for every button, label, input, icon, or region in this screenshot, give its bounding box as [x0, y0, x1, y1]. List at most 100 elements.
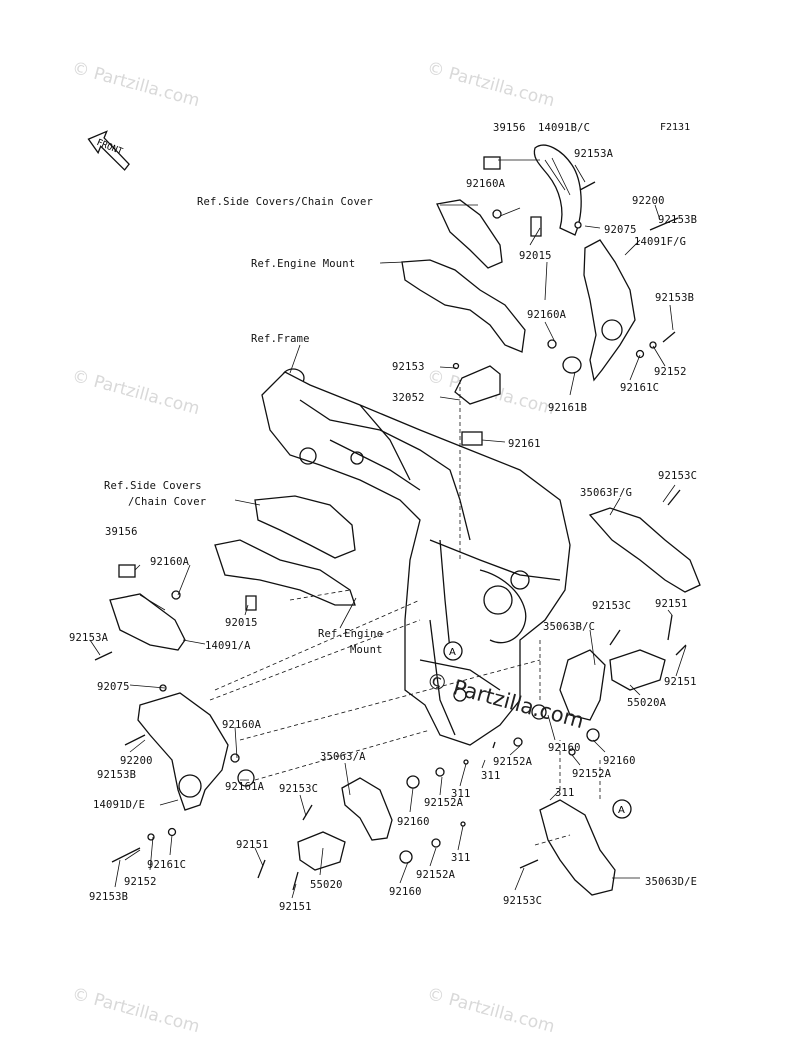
part-label: 92160A	[527, 309, 567, 321]
part-label: Ref.Side Covers	[104, 480, 202, 492]
front-arrow-icon: FRONT	[87, 130, 130, 171]
frame-ref	[261, 368, 571, 746]
callout-a-frame-label: A	[449, 647, 456, 658]
part-label: 311	[481, 770, 501, 782]
nut-92075-top	[574, 221, 582, 229]
part-label: 92152	[654, 366, 687, 378]
part-label: 35063B/C	[543, 621, 596, 633]
grommet-92160a-left	[171, 590, 181, 600]
part-label: 92151	[236, 839, 269, 851]
collar-92152a-c	[435, 767, 445, 777]
part-label: 35063F/G	[580, 487, 633, 499]
part-label: 92161	[508, 438, 541, 450]
part-label: 311	[555, 787, 575, 799]
part-label: 92161C	[620, 382, 660, 394]
bracket-35063bc	[559, 649, 606, 721]
part-label: 92152A	[416, 869, 456, 881]
part-label: 311	[451, 852, 471, 864]
part-label: 92200	[120, 755, 153, 767]
part-label: 92160	[548, 742, 581, 754]
part-label: 92200	[632, 195, 665, 207]
ref-side-cover-lower	[254, 495, 356, 559]
part-label: Ref.Side Covers/Chain Cover	[197, 196, 374, 208]
part-label: 14091D/E	[93, 799, 146, 811]
part-label: 92161C	[147, 859, 187, 871]
bolt-92153a-top	[579, 181, 596, 191]
part-label: 92151	[664, 676, 697, 688]
bracket-35063de	[539, 799, 616, 896]
side-cover-14091a	[109, 593, 186, 651]
part-label: 92153B	[89, 891, 129, 903]
bush-92160-c	[406, 775, 420, 789]
part-label: 92160A	[222, 719, 262, 731]
ring-92161a	[237, 769, 255, 787]
part-label: 92152A	[424, 797, 464, 809]
side-cover-14091bc	[533, 144, 582, 236]
part-label: 92160	[397, 816, 430, 828]
bolt-92151-right	[675, 644, 687, 656]
bolt-92153a-left	[94, 651, 113, 661]
grommet-92160a-lower	[230, 753, 240, 763]
part-label: 32052	[392, 392, 425, 404]
ref-engine-mount-lower	[214, 539, 356, 606]
part-label: 92152A	[572, 768, 612, 780]
collar-92015-top	[530, 216, 542, 237]
grommet-92160a-mid	[547, 339, 557, 349]
part-label: 92161B	[548, 402, 588, 414]
pad-39156-top	[483, 156, 501, 170]
lower-cover-14091de	[137, 692, 229, 811]
part-label: 92153C	[503, 895, 543, 907]
bolt-92153c-lower	[302, 804, 313, 821]
part-label: Mount	[350, 644, 383, 656]
bolt-92153c-mid	[609, 629, 621, 646]
pin-311-c	[460, 821, 466, 827]
part-label: 39156	[105, 526, 138, 538]
plate-55020a	[609, 649, 666, 691]
part-label: 92153B	[97, 769, 137, 781]
part-label: 92153C	[658, 470, 698, 482]
washer-92152-top	[649, 341, 657, 349]
lower-cover-14091fg	[583, 239, 636, 382]
bracket-32052	[454, 365, 501, 405]
bolt-92151-lower	[292, 871, 299, 891]
part-label: /Chain Cover	[128, 496, 207, 508]
callout-a-bracket	[612, 799, 632, 819]
callout-a-bracket-label: A	[618, 805, 625, 816]
part-label: 92153	[392, 361, 425, 373]
collar-92152a-d	[431, 838, 441, 848]
bolt-92200-lower	[124, 734, 146, 746]
bolt-92153c-bottom	[519, 859, 539, 869]
part-label: 92151	[655, 598, 688, 610]
grommet-92161c-lower	[167, 827, 177, 837]
part-label: 92160	[603, 755, 636, 767]
part-label: 92075	[97, 681, 130, 693]
diagram-code: F2131	[660, 122, 691, 133]
lower-cover-boss	[178, 774, 202, 798]
part-label: 39156	[493, 122, 526, 134]
part-label: 92153A	[574, 148, 614, 160]
bolt-92153b-upper	[649, 217, 679, 231]
part-label: 35063/A	[320, 751, 366, 763]
grommet-92160a-top	[492, 209, 502, 219]
bush-92160-b	[586, 728, 600, 742]
bush-92160-a	[531, 704, 547, 720]
bolt-92153-head	[452, 362, 460, 370]
part-label: Ref.Frame	[251, 333, 310, 345]
pad-39156-left	[118, 564, 136, 578]
pin-311-a	[492, 741, 496, 749]
bolt-92151-upper-right	[667, 614, 673, 641]
bolt-92153c-upper-right	[667, 489, 681, 506]
part-label: 92015	[519, 250, 552, 262]
part-label: Ref.Engine Mount	[251, 258, 356, 270]
part-label: 92160	[389, 886, 422, 898]
pad-92161	[461, 431, 483, 446]
part-label: 92015	[225, 617, 258, 629]
grommet-92161c-top	[635, 349, 645, 359]
ring-92161b	[562, 356, 582, 374]
part-label: 92153C	[592, 600, 632, 612]
part-label: 92153A	[69, 632, 109, 644]
part-label: 92161A	[225, 781, 265, 793]
part-label: 14091F/G	[634, 236, 687, 248]
